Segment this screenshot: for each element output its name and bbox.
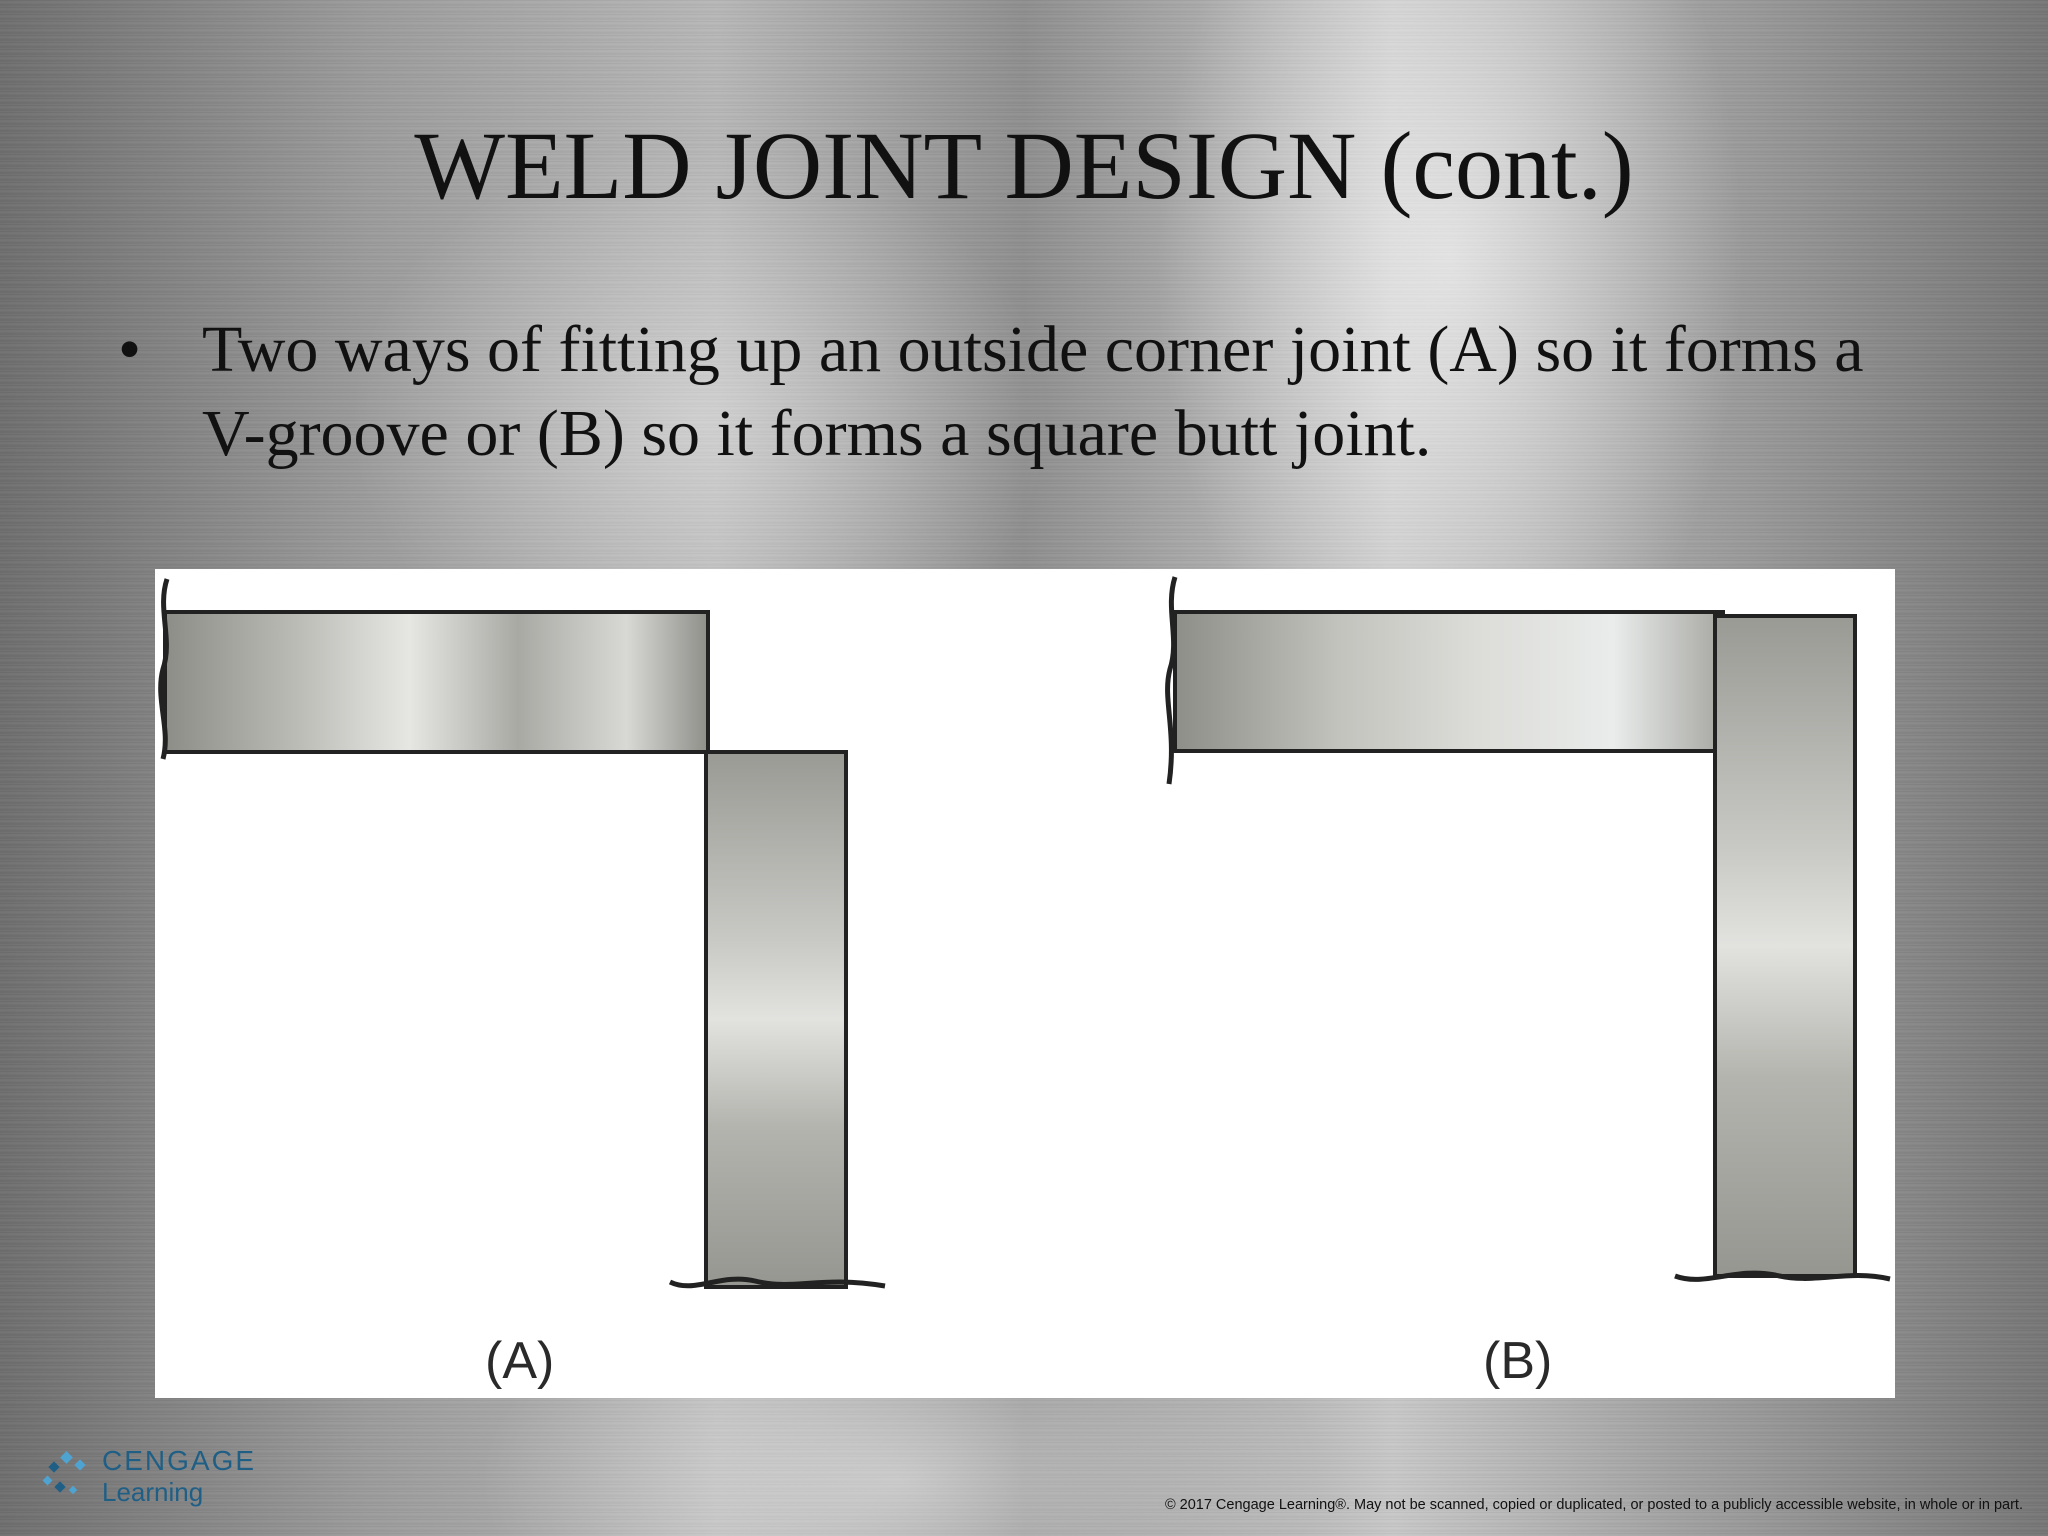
weld-joint-diagram	[158, 576, 1891, 1289]
label-a: (A)	[485, 1332, 555, 1390]
cengage-logo: CENGAGE Learning	[40, 1443, 254, 1513]
joint-b-break-line	[1165, 576, 1178, 785]
label-b: (B)	[1483, 1332, 1553, 1390]
joint-b-vertical-plate	[1713, 614, 1857, 1278]
joint-a-horizontal-plate	[163, 610, 710, 754]
cengage-logo-icon	[42, 1451, 86, 1495]
logo-line2: Learning	[102, 1477, 204, 1507]
joint-a-vertical-plate	[704, 750, 848, 1289]
joint-b	[1165, 576, 1891, 1282]
joint-b-horizontal-plate	[1173, 610, 1725, 753]
bullet-text: Two ways of fitting up an outside corner…	[202, 313, 1864, 470]
bullet-mark: •	[118, 313, 142, 386]
weld-joint-figure: (A) (B)	[155, 569, 1895, 1398]
joint-b-bottom-break-line	[1674, 1270, 1891, 1282]
slide-title: WELD JOINT DESIGN (cont.)	[414, 112, 1634, 219]
joint-a-bottom-break-line	[668, 1276, 886, 1289]
joint-a-break-line	[158, 578, 170, 760]
copyright-notice: © 2017 Cengage Learning®. May not be sca…	[1164, 1497, 2023, 1513]
joint-a	[158, 578, 886, 1289]
logo-line1: CENGAGE	[102, 1445, 257, 1476]
